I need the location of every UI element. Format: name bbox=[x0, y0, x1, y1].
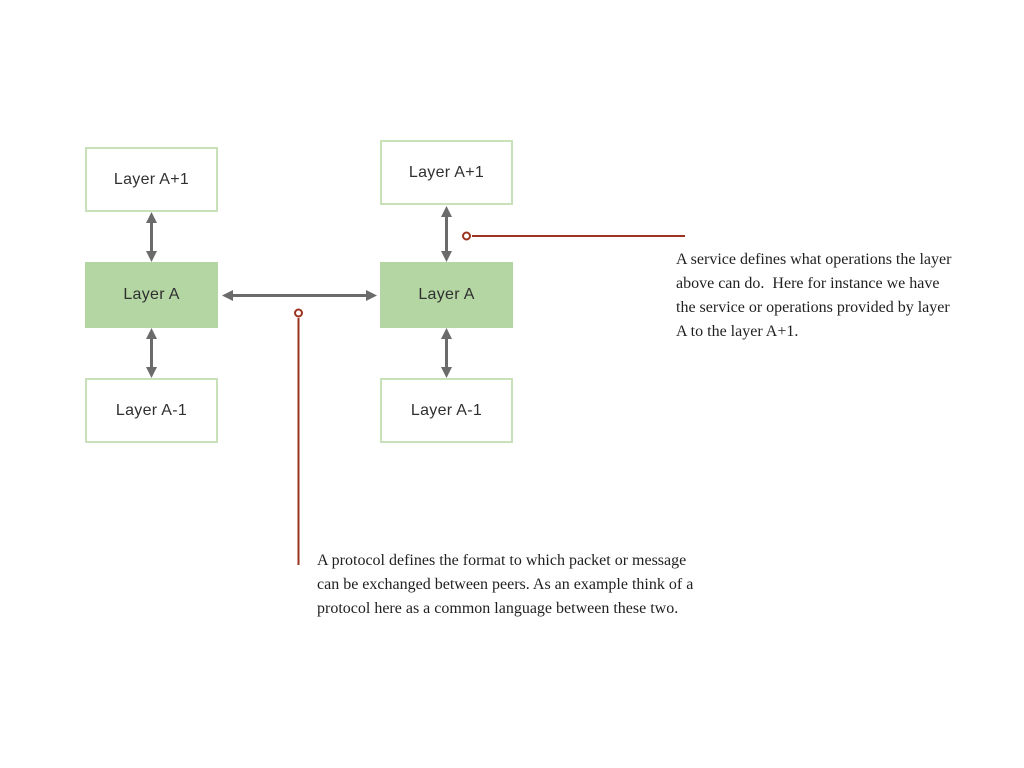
vertical-double-arrow-left-upper bbox=[146, 212, 157, 262]
horizontal-peer-double-arrow bbox=[222, 290, 377, 301]
protocol-note: A protocol defines the format to which p… bbox=[317, 549, 693, 621]
layer-box-label: Layer A+1 bbox=[408, 163, 485, 181]
layer-box-a-minus-1-right: Layer A-1 bbox=[380, 378, 513, 443]
service-note-line: A service defines what operations the la… bbox=[676, 251, 952, 268]
layer-box-label: Layer A bbox=[123, 286, 180, 303]
service-callout-line bbox=[462, 231, 685, 241]
layer-box-a-plus-1-left: Layer A+1 bbox=[85, 147, 218, 212]
service-note-line: the service or operations provided by la… bbox=[676, 299, 950, 316]
service-note-line: A to the layer A+1. bbox=[676, 323, 799, 340]
protocol-note-line: protocol here as a common language betwe… bbox=[317, 600, 679, 617]
vertical-double-arrow-right-upper bbox=[441, 206, 452, 262]
layer-box-label: Layer A-1 bbox=[410, 401, 483, 419]
protocol-callout-line bbox=[294, 308, 303, 565]
layer-box-a-right: Layer A bbox=[380, 262, 513, 328]
layer-box-label: Layer A-1 bbox=[115, 401, 188, 419]
layer-box-a-left: Layer A bbox=[85, 262, 218, 328]
layer-box-a-minus-1-left: Layer A-1 bbox=[85, 378, 218, 443]
service-note: A service defines what operations the la… bbox=[676, 248, 951, 344]
protocol-note-line: A protocol defines the format to which p… bbox=[317, 552, 687, 569]
layer-box-a-plus-1-right: Layer A+1 bbox=[380, 140, 513, 205]
vertical-double-arrow-left-lower bbox=[146, 328, 157, 378]
layer-box-label: Layer A+1 bbox=[113, 170, 190, 188]
layer-box-label: Layer A bbox=[418, 286, 475, 303]
protocol-note-line: can be exchanged between peers. As an ex… bbox=[317, 576, 694, 593]
vertical-double-arrow-right-lower bbox=[441, 328, 452, 378]
service-note-line: above can do. Here for instance we have bbox=[676, 275, 940, 292]
